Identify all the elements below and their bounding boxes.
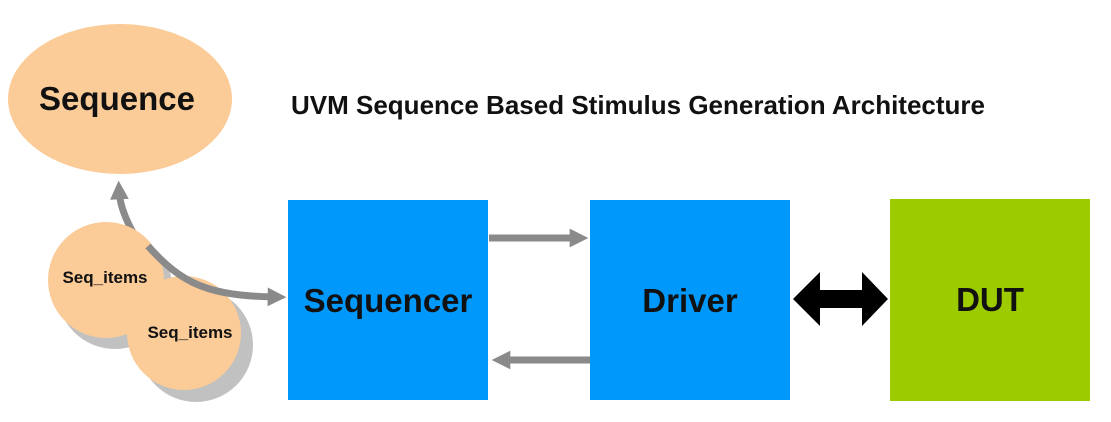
dut-label: DUT xyxy=(956,281,1024,318)
seq-items-circle-2 xyxy=(127,276,241,390)
driver-dut-bidirectional-arrow xyxy=(793,272,888,326)
diagram-title: UVM Sequence Based Stimulus Generation A… xyxy=(291,90,985,120)
sequence-label: Sequence xyxy=(39,80,195,117)
sequence-node xyxy=(8,24,232,174)
sequencer-node xyxy=(288,200,488,400)
seq-items-label-1: Seq_items xyxy=(62,268,147,287)
driver-label: Driver xyxy=(642,282,738,319)
seq-items-to-sequencer-arrow xyxy=(145,243,287,307)
driver-node xyxy=(590,200,790,400)
dut-node xyxy=(890,199,1090,401)
sequencer-label: Sequencer xyxy=(304,282,473,319)
seq-items-label-2: Seq_items xyxy=(147,323,232,342)
